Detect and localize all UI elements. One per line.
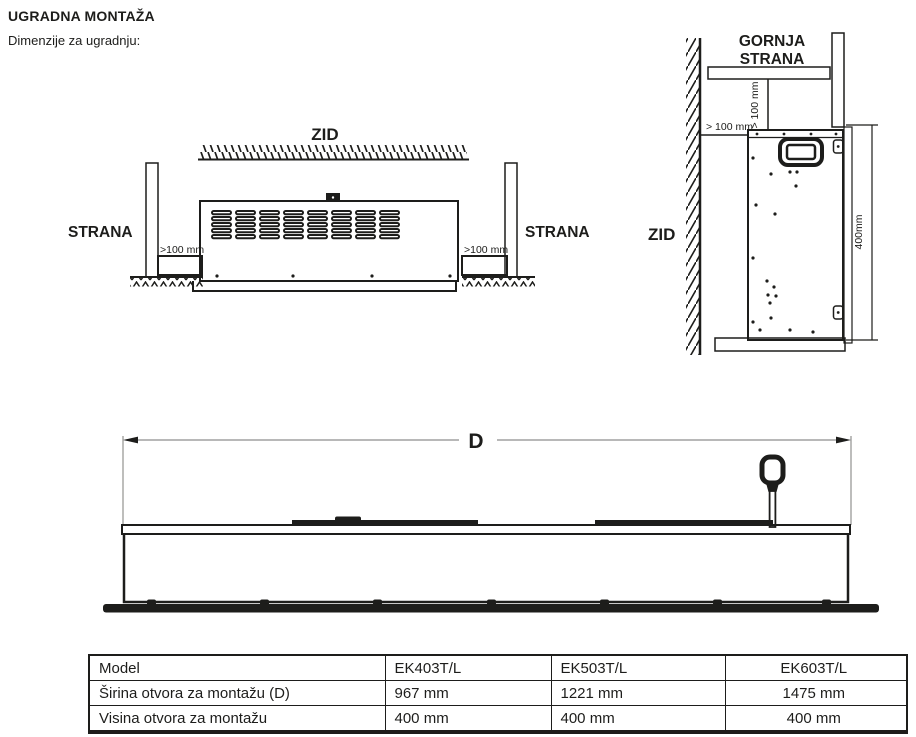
top-plate	[121, 524, 851, 535]
side-mounting-rail	[843, 126, 853, 344]
top-view-diagram: ZID STRANA STRANA >100 mm	[68, 125, 590, 292]
table-cell: EK503T/L	[550, 654, 726, 681]
right-gap-spacer	[461, 255, 508, 276]
table-cell: 400 mm	[384, 705, 552, 733]
table-row-width: Širina otvora za montažu (D) 967 mm 1221…	[88, 680, 908, 706]
width-dimension: D	[122, 430, 852, 525]
left-gap-spacer	[157, 255, 203, 276]
top-shelf-bar	[707, 66, 831, 80]
left-gap-label: >100 mm	[160, 244, 204, 256]
screw-holes	[751, 156, 815, 334]
table-row-models: Model EK403T/L EK503T/L EK603T/L	[88, 654, 908, 681]
table-cell: Širina otvora za montažu (D)	[88, 680, 386, 706]
table-cell: EK603T/L	[724, 654, 908, 681]
base-plate	[103, 599, 879, 613]
sensor-probe	[759, 454, 786, 528]
vertical-view-diagram: GORNJA STRANA ZID > 100 mm > 100 mm	[648, 32, 878, 355]
side-gap-dimension: > 100 mm	[700, 121, 753, 136]
right-side-label: STRANA	[525, 224, 590, 241]
table-cell: Model	[88, 654, 386, 681]
height-dimension: 400mm	[846, 124, 878, 341]
vent-grid	[211, 210, 400, 240]
side-profile-diagram: D	[103, 430, 879, 613]
body-outline	[122, 534, 850, 604]
bottom-tray	[192, 281, 457, 292]
table-cell: 400 mm	[724, 705, 908, 733]
heater-vertical-view	[747, 126, 853, 344]
wall-hatch-vertical	[686, 38, 702, 355]
heater-side-profile	[103, 516, 879, 613]
dimensions-table: Model EK403T/L EK503T/L EK603T/L Širina …	[88, 654, 908, 734]
width-dim-label: D	[468, 430, 483, 453]
wall-hatch	[198, 145, 469, 161]
right-floor-hatch	[462, 276, 535, 287]
side-gap-label: > 100 mm	[706, 121, 753, 133]
table-cell: 1475 mm	[724, 680, 908, 706]
left-side-label: STRANA	[68, 224, 133, 241]
top-side-label-line2: STRANA	[740, 51, 805, 68]
page-title: UGRADNA MONTAŽA	[8, 8, 155, 24]
page-subtitle: Dimenzije za ugradnju:	[8, 33, 141, 48]
top-gap-label: > 100 mm	[749, 81, 761, 128]
table-cell: EK403T/L	[384, 654, 552, 681]
vertical-wall-label: ZID	[648, 225, 675, 244]
left-wall-column	[145, 162, 159, 278]
top-gap-dimension: > 100 mm	[749, 79, 769, 129]
bottom-shelf-bar	[714, 337, 846, 352]
table-row-height: Visina otvora za montažu 400 mm 400 mm 4…	[88, 705, 908, 733]
table-cell: 1221 mm	[550, 680, 726, 706]
top-side-label-line1: GORNJA	[739, 33, 805, 50]
right-gap-label: >100 mm	[464, 244, 508, 256]
top-view-wall-label: ZID	[311, 125, 338, 144]
table-cell: 400 mm	[550, 705, 726, 733]
left-floor-hatch	[130, 276, 203, 287]
right-wall-column-vertical	[831, 32, 845, 128]
height-dim-label: 400mm	[853, 214, 865, 249]
handle	[778, 137, 824, 167]
table-cell: 967 mm	[384, 680, 552, 706]
table-cell: Visina otvora za montažu	[88, 705, 386, 733]
heater-top-view	[192, 193, 459, 292]
